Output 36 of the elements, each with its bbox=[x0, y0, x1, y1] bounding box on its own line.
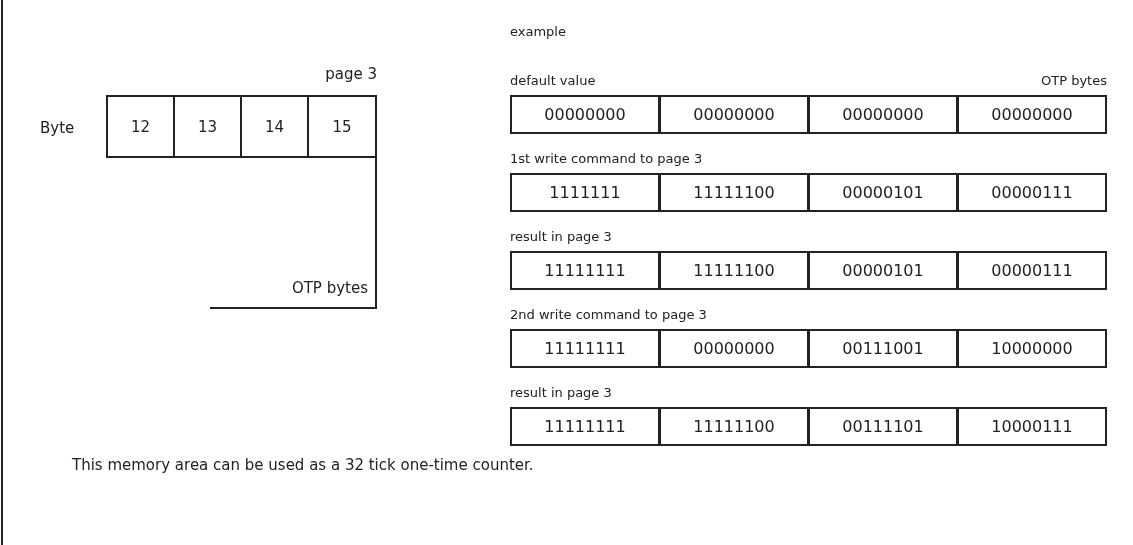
value-cell: 00000111 bbox=[957, 251, 1107, 290]
leader-line bbox=[209, 157, 377, 309]
byte-cell: 12 bbox=[106, 95, 175, 158]
row-caption: 1st write command to page 3 bbox=[510, 150, 704, 168]
value-cell: 11111100 bbox=[659, 173, 809, 212]
row-caption: result in page 3 bbox=[510, 228, 613, 246]
value-cell: 00000000 bbox=[957, 95, 1107, 134]
label-text: example bbox=[510, 23, 567, 41]
value-cell: 00000000 bbox=[510, 95, 660, 134]
value-cell: 11111111 bbox=[510, 407, 660, 446]
value-cell: 00000101 bbox=[808, 251, 958, 290]
value-cell: 10000111 bbox=[957, 407, 1107, 446]
value-cell: 00000000 bbox=[659, 95, 809, 134]
value-cell: 11111111 bbox=[510, 329, 660, 368]
value-cell: 10000000 bbox=[957, 329, 1107, 368]
value-cell: 11111111 bbox=[510, 251, 660, 290]
value-cell: 00000000 bbox=[659, 329, 809, 368]
row-caption: default value bbox=[510, 72, 597, 90]
byte-cell: 13 bbox=[173, 95, 242, 158]
value-cell: 00000111 bbox=[957, 173, 1107, 212]
value-cell: 1111111 bbox=[510, 173, 660, 212]
row-caption: 2nd write command to page 3 bbox=[510, 306, 708, 324]
byte-cell: 15 bbox=[307, 95, 377, 158]
value-cell: 00000000 bbox=[808, 95, 958, 134]
note-text: This memory area can be used as a 32 tick one-time counter. bbox=[72, 455, 535, 476]
label-text: page 3 bbox=[324, 64, 377, 85]
label-text: Byte bbox=[40, 118, 76, 139]
value-cell: 11111100 bbox=[659, 407, 809, 446]
value-cell: 00000101 bbox=[808, 173, 958, 212]
leader-label: OTP bytes bbox=[210, 278, 368, 308]
value-cell: 00111101 bbox=[808, 407, 958, 446]
row-caption: result in page 3 bbox=[510, 384, 613, 402]
value-cell: 11111100 bbox=[659, 251, 809, 290]
value-cell: 00111001 bbox=[808, 329, 958, 368]
byte-cell: 14 bbox=[240, 95, 309, 158]
label-text: OTP bytes bbox=[1040, 72, 1107, 90]
